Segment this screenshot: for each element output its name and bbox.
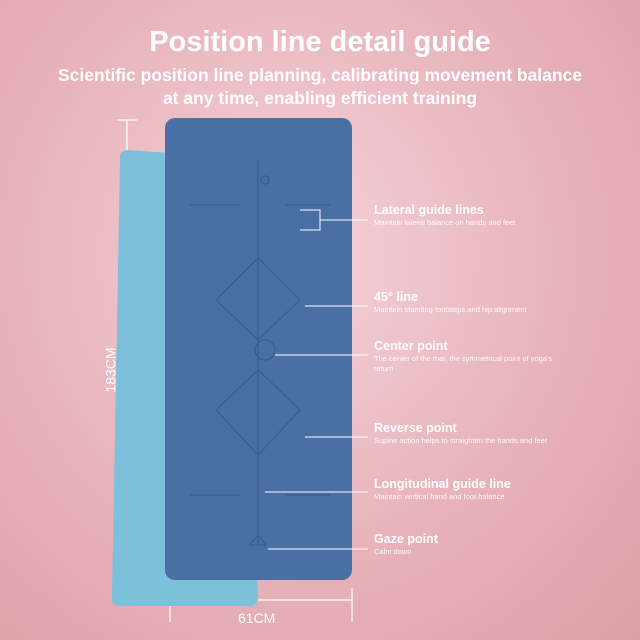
callout-desc: The center of the mat, the symmetrical p…: [374, 354, 553, 373]
callout-desc: Maintain standing footsteps and hip alig…: [374, 305, 527, 314]
subtitle-line-2: at any time, enabling efficient training: [162, 88, 478, 108]
callout-reverse-point: Reverse point Supine action helps to str…: [374, 421, 554, 446]
callout-lines: [265, 209, 368, 550]
callout-title: Center point: [374, 339, 448, 353]
length-dimension-label: 183CM: [102, 347, 119, 393]
callout-title: Longitudinal guide line: [374, 477, 511, 491]
callout-45-line: 45° line Maintain standing footsteps and…: [374, 290, 574, 315]
callout-lateral-guide-lines: Lateral guide lines Maintain lateral bal…: [374, 203, 574, 228]
callout-desc: Maintain vertical hand and foot balance: [374, 492, 505, 501]
callout-desc: Maintain lateral balance on hands and fe…: [374, 218, 516, 227]
mat-guide-lines: [190, 160, 330, 546]
subtitle-line-1: Scientific position line planning, calib…: [57, 65, 583, 85]
subtitle: Scientific position line planning, calib…: [0, 64, 640, 110]
width-dimension-label: 61CM: [238, 610, 276, 626]
callout-gaze-point: Gaze point Calm down: [374, 532, 574, 557]
callout-longitudinal-guide-line: Longitudinal guide line Maintain vertica…: [374, 477, 574, 502]
callout-title: Reverse point: [374, 421, 457, 435]
callout-desc: Supine action helps to straighten the ha…: [374, 436, 548, 445]
callout-title: Gaze point: [374, 532, 438, 546]
callout-title: Lateral guide lines: [374, 203, 484, 217]
page-title: Position line detail guide: [149, 26, 491, 58]
callout-center-point: Center point The center of the mat, the …: [374, 339, 554, 374]
callout-desc: Calm down: [374, 547, 412, 556]
callout-title: 45° line: [374, 290, 418, 304]
